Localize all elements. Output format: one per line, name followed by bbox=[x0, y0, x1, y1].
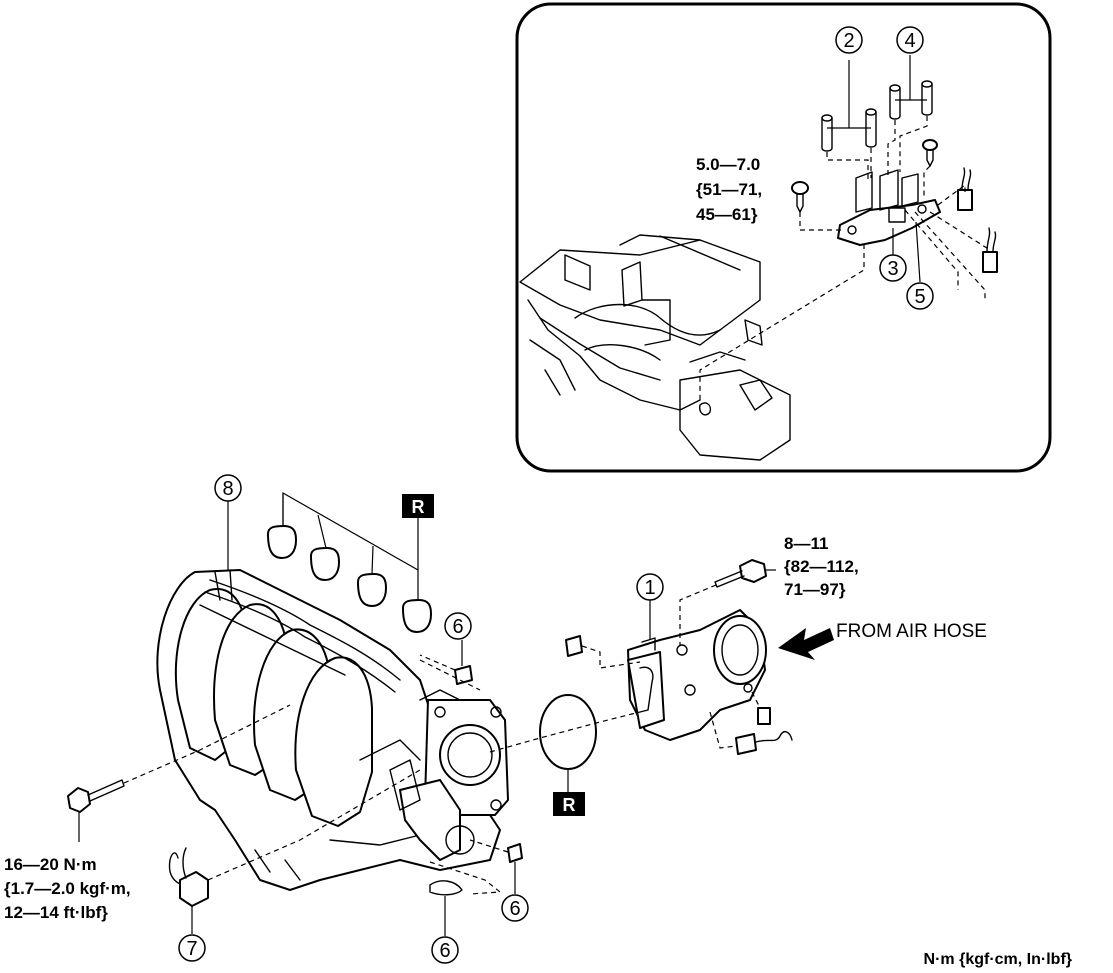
throttle-gasket-ring bbox=[539, 694, 597, 792]
leader-5 bbox=[915, 221, 921, 283]
intake-manifold-part-8 bbox=[156, 569, 509, 891]
svg-text:5.0—7.0: 5.0—7.0 bbox=[696, 155, 760, 174]
replace-badge-upper-letter: R bbox=[412, 497, 425, 517]
svg-text:7: 7 bbox=[186, 938, 197, 960]
vacuum-hose-part-7 bbox=[168, 769, 421, 934]
callout-8: 8 bbox=[214, 474, 242, 570]
callout-3: 3 bbox=[879, 254, 907, 282]
svg-text:5: 5 bbox=[914, 286, 925, 308]
assembly-axis bbox=[489, 711, 641, 753]
manifold-bolt bbox=[67, 704, 291, 842]
svg-text:8—11: 8—11 bbox=[784, 534, 828, 553]
svg-text:4: 4 bbox=[904, 30, 915, 52]
svg-text:6: 6 bbox=[509, 898, 520, 920]
svg-text:12—14 ft·lbf}: 12—14 ft·lbf} bbox=[4, 903, 108, 922]
replace-badge-lower: R bbox=[553, 792, 585, 816]
svg-text:{1.7—2.0 kgf·m,: {1.7—2.0 kgf·m, bbox=[4, 879, 131, 898]
callout-6-right: 6 bbox=[501, 894, 529, 922]
air-flow-label: FROM AIR HOSE bbox=[836, 621, 987, 642]
callout-7: 7 bbox=[178, 934, 206, 962]
callout-4: 4 bbox=[896, 26, 924, 54]
clip-part-6-right bbox=[469, 839, 523, 894]
callout-5: 5 bbox=[906, 282, 934, 310]
svg-text:16—20 N·m: 16—20 N·m bbox=[4, 855, 97, 874]
vacuum-hoses-part-2 bbox=[821, 60, 877, 152]
svg-text:45—61}: 45—61} bbox=[696, 205, 758, 224]
svg-text:6: 6 bbox=[439, 940, 450, 962]
torque-spec-manifold-bolt: 16—20 N·m {1.7—2.0 kgf·m, 12—14 ft·lbf} bbox=[4, 855, 131, 922]
torque-spec-throttle-bolt: 8—11 {82—112, 71—97} bbox=[784, 534, 859, 599]
inset-connectors bbox=[957, 167, 998, 273]
vacuum-hoses-part-4 bbox=[889, 55, 933, 120]
detail-inset bbox=[515, 2, 1052, 473]
callout-6-upper: 6 bbox=[444, 612, 472, 640]
svg-text:3: 3 bbox=[887, 258, 898, 280]
throttle-body-part-1 bbox=[627, 600, 767, 741]
inset-screw-right bbox=[922, 139, 938, 167]
replace-badge-lower-letter: R bbox=[563, 795, 576, 815]
throttle-sensor-connector bbox=[709, 691, 793, 755]
inset-guide-lines bbox=[699, 116, 991, 400]
torque-spec-inset-bolt: 5.0—7.0 {51—71, 45—61} bbox=[696, 155, 762, 224]
callout-2: 2 bbox=[835, 26, 863, 54]
svg-text:6: 6 bbox=[452, 616, 463, 638]
svg-text:71—97}: 71—97} bbox=[784, 580, 846, 599]
throttle-hose-clip bbox=[565, 635, 641, 669]
manifold-clip-guide bbox=[419, 659, 481, 691]
engine-head-illustration bbox=[519, 234, 791, 461]
svg-text:{51—71,: {51—71, bbox=[696, 180, 762, 199]
replace-badge-upper: R bbox=[402, 494, 434, 518]
throttle-bolt bbox=[679, 559, 776, 645]
bold-arrow-left-icon bbox=[778, 628, 834, 660]
clip-part-6-bottom bbox=[429, 861, 502, 936]
svg-text:1: 1 bbox=[644, 577, 655, 599]
clip-part-6-upper bbox=[419, 640, 473, 685]
callout-1: 1 bbox=[636, 573, 664, 601]
svg-text:{82—112,: {82—112, bbox=[784, 557, 859, 576]
intake-gaskets bbox=[267, 491, 432, 633]
svg-text:2: 2 bbox=[843, 30, 854, 52]
bracket-part-3 bbox=[837, 169, 941, 246]
svg-text:8: 8 bbox=[222, 478, 233, 500]
callout-6-bottom: 6 bbox=[431, 936, 459, 964]
units-note: N·m {kgf·cm, In·lbf} bbox=[924, 951, 1072, 968]
